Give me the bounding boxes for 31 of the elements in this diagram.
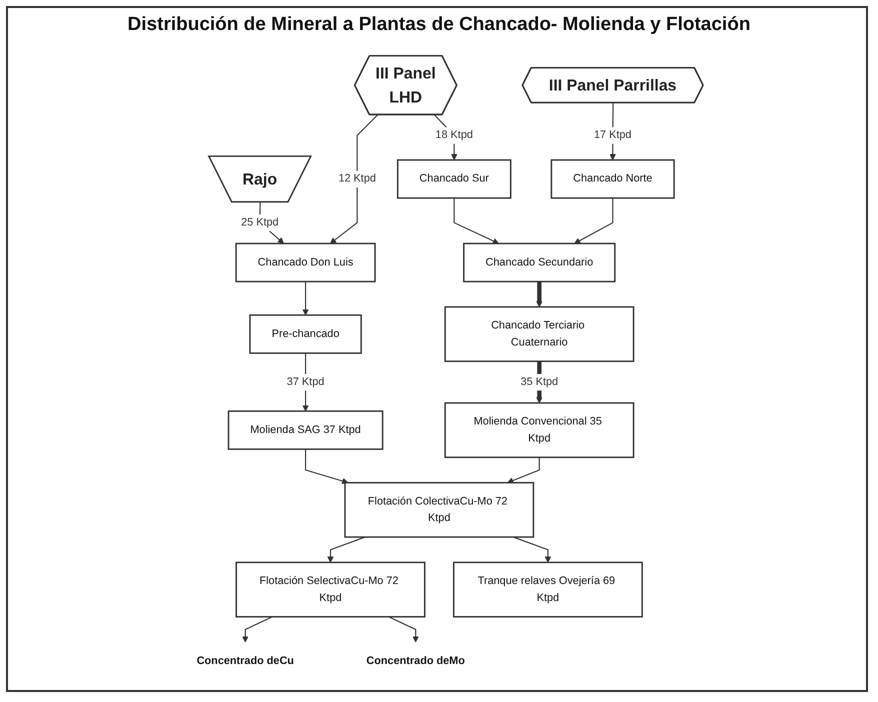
edge-label: 12 Ktpd: [338, 172, 376, 185]
node-box: Chancado Norte: [550, 159, 675, 199]
node-box: Molienda Convencional 35 Ktpd: [444, 402, 634, 458]
node-box: Chancado Secundario: [463, 242, 616, 282]
arrow: [305, 449, 348, 484]
edge-label: 35 Ktpd: [520, 375, 558, 388]
edge-label: 25 Ktpd: [241, 216, 279, 228]
arrow: [327, 536, 366, 563]
node-text: Concentrado deMo: [366, 654, 465, 667]
arrow: [330, 114, 378, 244]
edge-label: 17 Ktpd: [594, 128, 632, 141]
node-box: Flotación SelectivaCu-Mo 72 Ktpd: [236, 562, 426, 618]
edge-label: 37 Ktpd: [286, 375, 324, 388]
node-text: Concentrado deCu: [196, 654, 294, 667]
node-box: Chancado Don Luis: [235, 242, 376, 282]
node-box: Chancado Terciario Cuaternario: [444, 306, 634, 362]
node-box: Chancado Sur: [396, 159, 512, 199]
node-box: Flotación ColectivaCu-Mo 72 Ktpd: [344, 482, 534, 538]
arrow: [302, 282, 309, 316]
arrow: [454, 198, 499, 244]
diagram-title: Distribución de Mineral a Plantas de Chancado- Molienda y Flotación: [126, 14, 752, 36]
arrow: [242, 616, 273, 642]
edge-label: 18 Ktpd: [435, 128, 473, 141]
arrow: [507, 457, 540, 484]
arrow: [536, 282, 543, 308]
node-box: Pre-chancado: [249, 314, 362, 354]
node-box: Molienda SAG 37 Ktpd: [228, 410, 384, 450]
arrow: [574, 198, 614, 244]
arrow: [513, 536, 552, 563]
node-box: Tranque relaves Ovejería 69 Ktpd: [452, 562, 643, 618]
arrow: [388, 616, 419, 642]
